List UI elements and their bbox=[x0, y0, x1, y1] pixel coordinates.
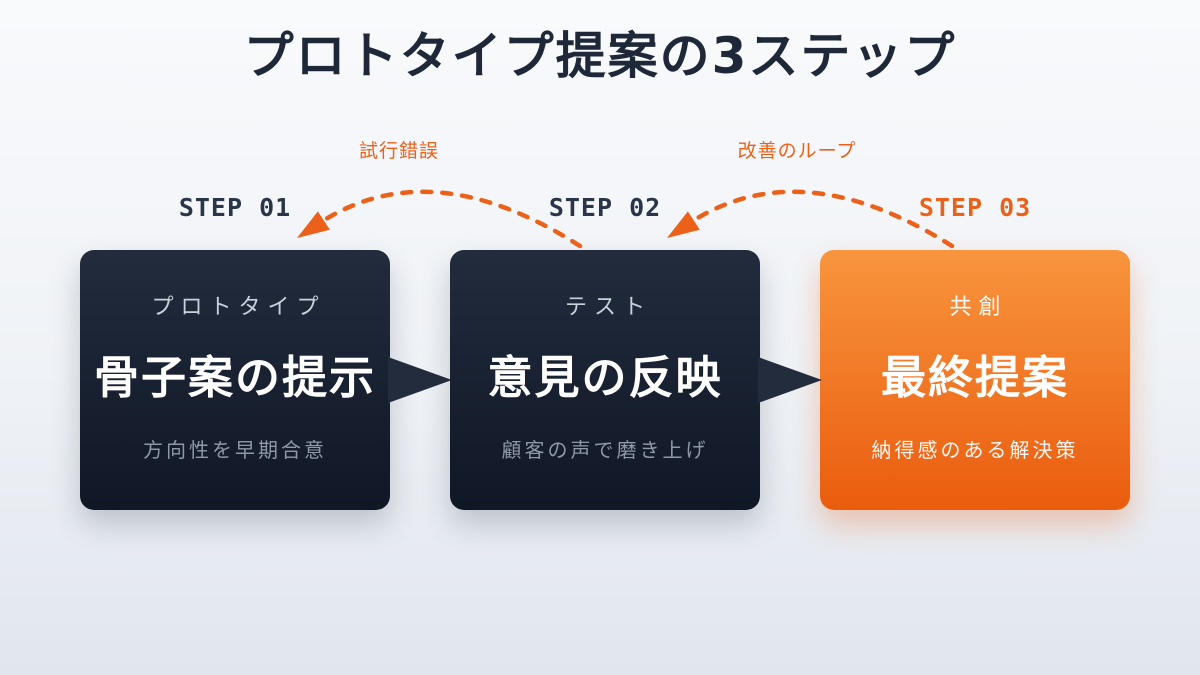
card-tag: テスト bbox=[564, 295, 652, 320]
loop-label-improvement-loop: 改善のループ bbox=[737, 140, 857, 162]
loop-label-trial-and-error: 試行錯誤 bbox=[358, 140, 439, 162]
card-description: 方向性を早期合意 bbox=[143, 438, 327, 462]
step-number-01: STEP 01 bbox=[178, 193, 292, 222]
card-description: 顧客の声で磨き上げ bbox=[501, 438, 709, 462]
page-title: プロトタイプ提案の3ステップ bbox=[243, 27, 957, 85]
step-number-03: STEP 03 bbox=[918, 193, 1032, 222]
card-heading: 骨子案の提示 bbox=[93, 351, 376, 404]
card-description: 納得感のある解決策 bbox=[871, 438, 1079, 462]
card-heading: 意見の反映 bbox=[487, 351, 723, 404]
card-heading: 最終提案 bbox=[880, 351, 1069, 404]
step-card-cocreation: 共創 最終提案 納得感のある解決策 bbox=[820, 250, 1130, 510]
step-number-02: STEP 02 bbox=[548, 193, 662, 222]
step-card-test: テスト 意見の反映 顧客の声で磨き上げ bbox=[450, 250, 760, 510]
step-card-prototype: プロトタイプ 骨子案の提示 方向性を早期合意 bbox=[80, 250, 390, 510]
flow-arrow-icon-2 bbox=[758, 357, 822, 403]
card-tag: 共創 bbox=[949, 295, 1008, 320]
card-tag: プロトタイプ bbox=[151, 295, 326, 320]
flow-arrow-icon-1 bbox=[388, 357, 452, 403]
